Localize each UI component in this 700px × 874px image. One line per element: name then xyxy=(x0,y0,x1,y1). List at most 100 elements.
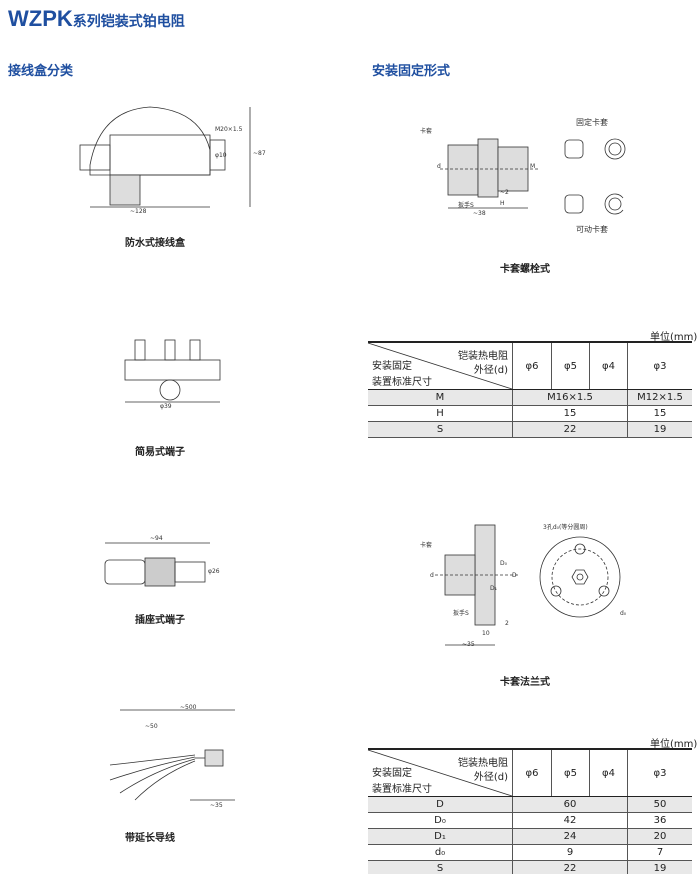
row-label: D xyxy=(368,796,513,813)
dim-length: ~94 xyxy=(150,535,163,542)
header-left1: 安装固定 xyxy=(372,768,412,779)
label-gap: ~2 xyxy=(500,189,509,196)
dim-width: ~128 xyxy=(130,208,147,215)
dim-dia: φ26 xyxy=(208,568,220,575)
brand: WZPK xyxy=(8,6,73,31)
label-D: D xyxy=(512,572,517,579)
subtitle: 系列铠装式铂电阻 xyxy=(72,14,185,30)
simple-terminal-drawing xyxy=(124,339,221,403)
cell: 15 xyxy=(512,405,628,422)
dim-total: ~500 xyxy=(180,704,197,711)
extension-lead-drawing xyxy=(109,709,235,801)
col-header: φ5 xyxy=(551,341,590,390)
label-ferrule: 卡套 xyxy=(420,128,433,135)
col-header: φ4 xyxy=(589,341,628,390)
label-ferrule: 卡套 xyxy=(420,542,433,549)
row-label: D₁ xyxy=(368,828,513,845)
label-D1: D₁ xyxy=(490,585,498,592)
label-len: ~35 xyxy=(462,641,475,648)
caption-waterproof-box: 防水式接线盒 xyxy=(125,238,185,249)
label-m: M xyxy=(530,163,536,170)
header-left2: 装置标准尺寸 xyxy=(372,377,432,388)
page-title: WZPK系列铠装式铂电阻 xyxy=(8,6,185,32)
cell: 42 xyxy=(512,812,628,829)
label-d: d xyxy=(437,163,441,170)
caption-ferrule-bolt: 卡套螺栓式 xyxy=(500,264,550,275)
socket-terminal-drawing xyxy=(104,542,210,587)
label-two: 2 xyxy=(505,620,509,627)
header-left2: 装置标准尺寸 xyxy=(372,784,432,795)
ferrule-flange-drawing xyxy=(435,524,621,646)
dim-part: ~50 xyxy=(145,723,158,730)
table1-unit: 单位(mm) xyxy=(650,332,698,343)
row-label: M xyxy=(368,389,513,406)
dim-end: ~35 xyxy=(210,802,223,809)
dim-dia: φ39 xyxy=(160,403,172,410)
cell: 20 xyxy=(627,828,692,845)
section-junction-box: 接线盒分类 xyxy=(8,64,74,79)
cell: 22 xyxy=(512,421,628,438)
col-header: φ6 xyxy=(512,341,552,390)
header-top2: 外径(d) xyxy=(473,365,508,376)
row-label: D₀ xyxy=(368,812,513,829)
caption-socket-terminal: 插座式端子 xyxy=(135,615,185,626)
header-top1: 铠装热电阻 xyxy=(458,351,508,362)
dim-dia: φ10 xyxy=(215,152,227,159)
label-holes: 3孔d₀(等分圆周) xyxy=(543,524,588,531)
label-movable-ferrule: 可动卡套 xyxy=(576,225,608,234)
row-label: S xyxy=(368,860,513,874)
cell: 15 xyxy=(627,405,692,422)
label-fixed-ferrule: 固定卡套 xyxy=(576,118,608,127)
cell: 19 xyxy=(627,860,692,874)
cell: 36 xyxy=(627,812,692,829)
row-label: d₀ xyxy=(368,844,513,861)
cell: 60 xyxy=(512,796,628,813)
header-left1: 安装固定 xyxy=(372,361,412,372)
ferrule-icons xyxy=(564,138,626,215)
caption-extension-lead: 带延长导线 xyxy=(125,833,175,844)
label-len: ~38 xyxy=(473,210,486,217)
cell: 19 xyxy=(627,421,692,438)
col-header: φ5 xyxy=(551,748,590,797)
caption-ferrule-flange: 卡套法兰式 xyxy=(500,677,550,688)
dim-thread: M20×1.5 xyxy=(215,126,243,133)
corner-header: 铠装热电阻 外径(d) 安装固定 装置标准尺寸 xyxy=(367,749,513,797)
label-ten: 10 xyxy=(482,630,490,637)
col-header: φ3 xyxy=(627,748,692,797)
col-header: φ4 xyxy=(589,748,628,797)
row-label: S xyxy=(368,421,513,438)
label-d: d xyxy=(430,572,434,579)
header-top2: 外径(d) xyxy=(473,772,508,783)
caption-simple-terminal: 简易式端子 xyxy=(135,447,185,458)
table2-unit: 单位(mm) xyxy=(650,739,698,750)
waterproof-box-drawing xyxy=(79,106,251,208)
cell: M12×1.5 xyxy=(627,389,692,406)
dim-height: ~87 xyxy=(253,150,266,157)
cell: 7 xyxy=(627,844,692,861)
header-top1: 铠装热电阻 xyxy=(458,758,508,769)
label-d0: d₀ xyxy=(620,610,627,617)
label-wrench: 扳手S xyxy=(458,202,474,209)
cell: 50 xyxy=(627,796,692,813)
ferrule-bolt-drawing xyxy=(440,138,540,209)
col-header: φ3 xyxy=(627,341,692,390)
row-label: H xyxy=(368,405,513,422)
cell: 22 xyxy=(512,860,628,874)
cell: M16×1.5 xyxy=(512,389,628,406)
corner-header: 铠装热电阻 外径(d) 安装固定 装置标准尺寸 xyxy=(367,342,513,390)
label-D0: D₀ xyxy=(500,560,508,567)
cell: 9 xyxy=(512,844,628,861)
label-h: H xyxy=(500,200,505,207)
label-wrench: 扳手S xyxy=(453,610,469,617)
section-mounting: 安装固定形式 xyxy=(372,64,451,79)
